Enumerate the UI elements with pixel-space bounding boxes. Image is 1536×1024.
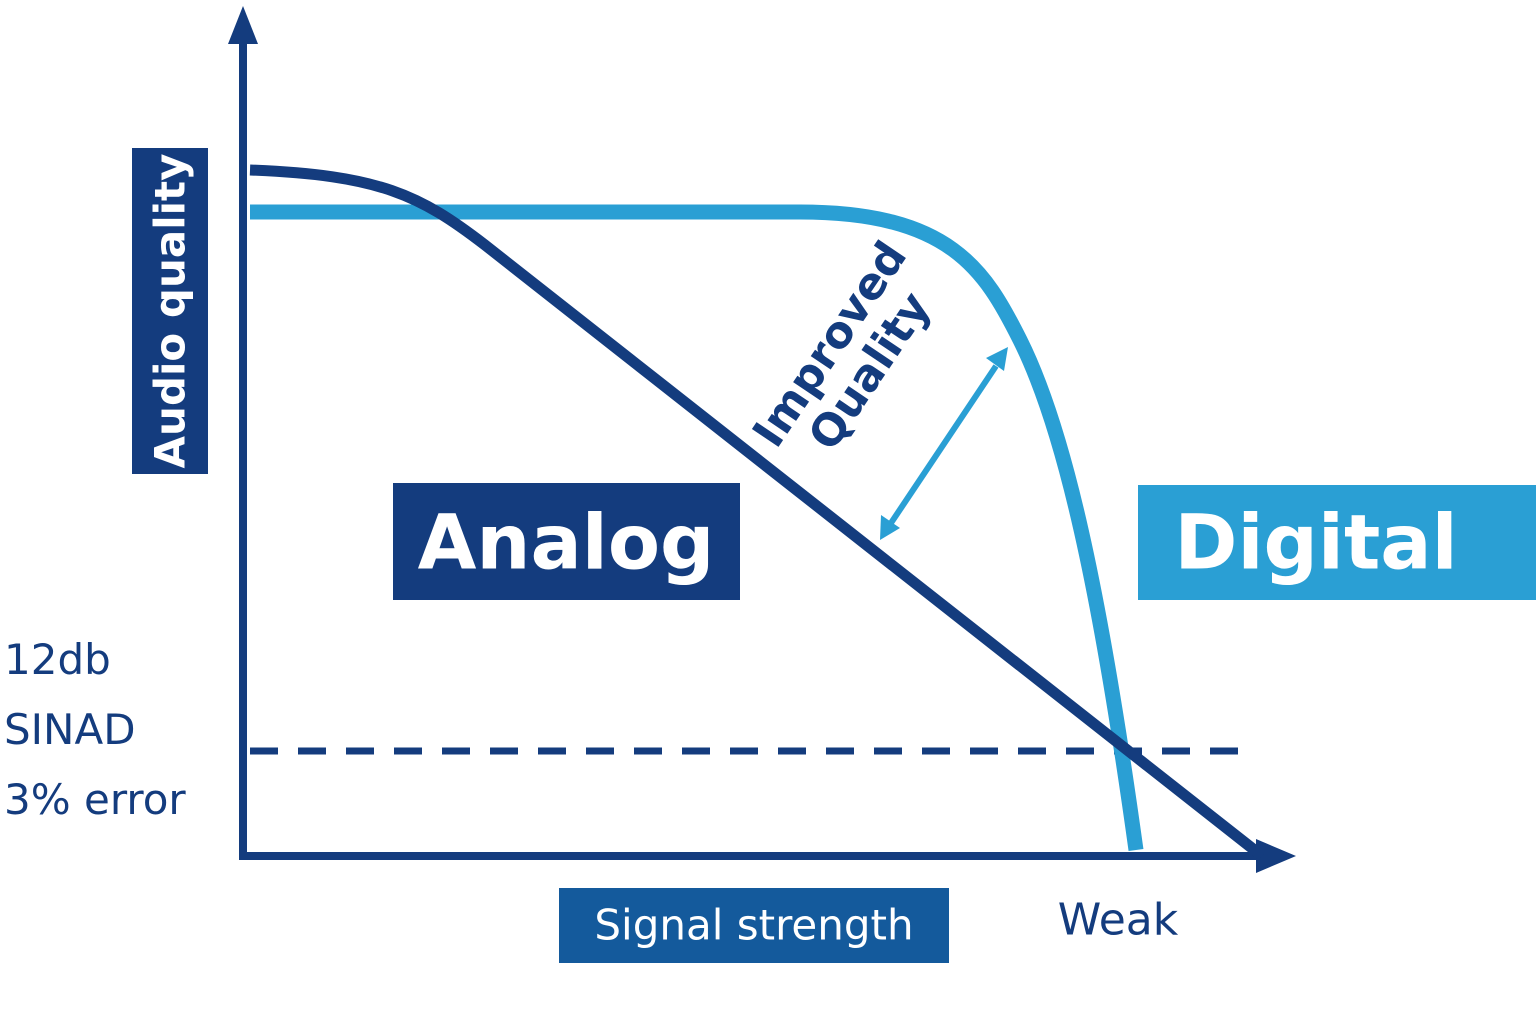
y-axis-label: Audio quality	[132, 148, 208, 474]
digital-label: Digital	[1138, 485, 1536, 600]
improved-quality-arrow	[880, 347, 1008, 540]
x-axis-end-label: Weak	[1058, 895, 1179, 946]
analog-label-text: Analog	[418, 498, 715, 587]
y-axis-arrowhead	[228, 6, 258, 44]
threshold-label-line2: SINAD	[4, 705, 136, 754]
analog-label: Analog	[393, 483, 740, 600]
x-axis-label: Signal strength	[559, 888, 949, 963]
threshold-label-line1: 12db	[4, 635, 111, 684]
x-axis-label-text: Signal strength	[594, 901, 913, 950]
y-axis-label-box	[132, 148, 208, 474]
digital-curve	[250, 204, 1144, 852]
improved-arrowhead-bottom	[880, 515, 900, 540]
improved-quality-label: Improved Quality	[743, 233, 941, 460]
threshold-label: 12db SINAD 3% error	[4, 635, 186, 824]
x-axis-arrowhead	[1256, 839, 1296, 873]
digital-label-text: Digital	[1174, 498, 1457, 587]
analog-curve	[249, 164, 1266, 861]
improved-arrowhead-top	[986, 347, 1008, 371]
digital-label-box	[1138, 485, 1536, 600]
axes	[228, 6, 1296, 873]
threshold-label-line3: 3% error	[4, 775, 186, 824]
x-axis-label-box	[559, 888, 949, 963]
y-axis-label-text: Audio quality	[146, 154, 195, 469]
analog-label-box	[393, 483, 740, 600]
